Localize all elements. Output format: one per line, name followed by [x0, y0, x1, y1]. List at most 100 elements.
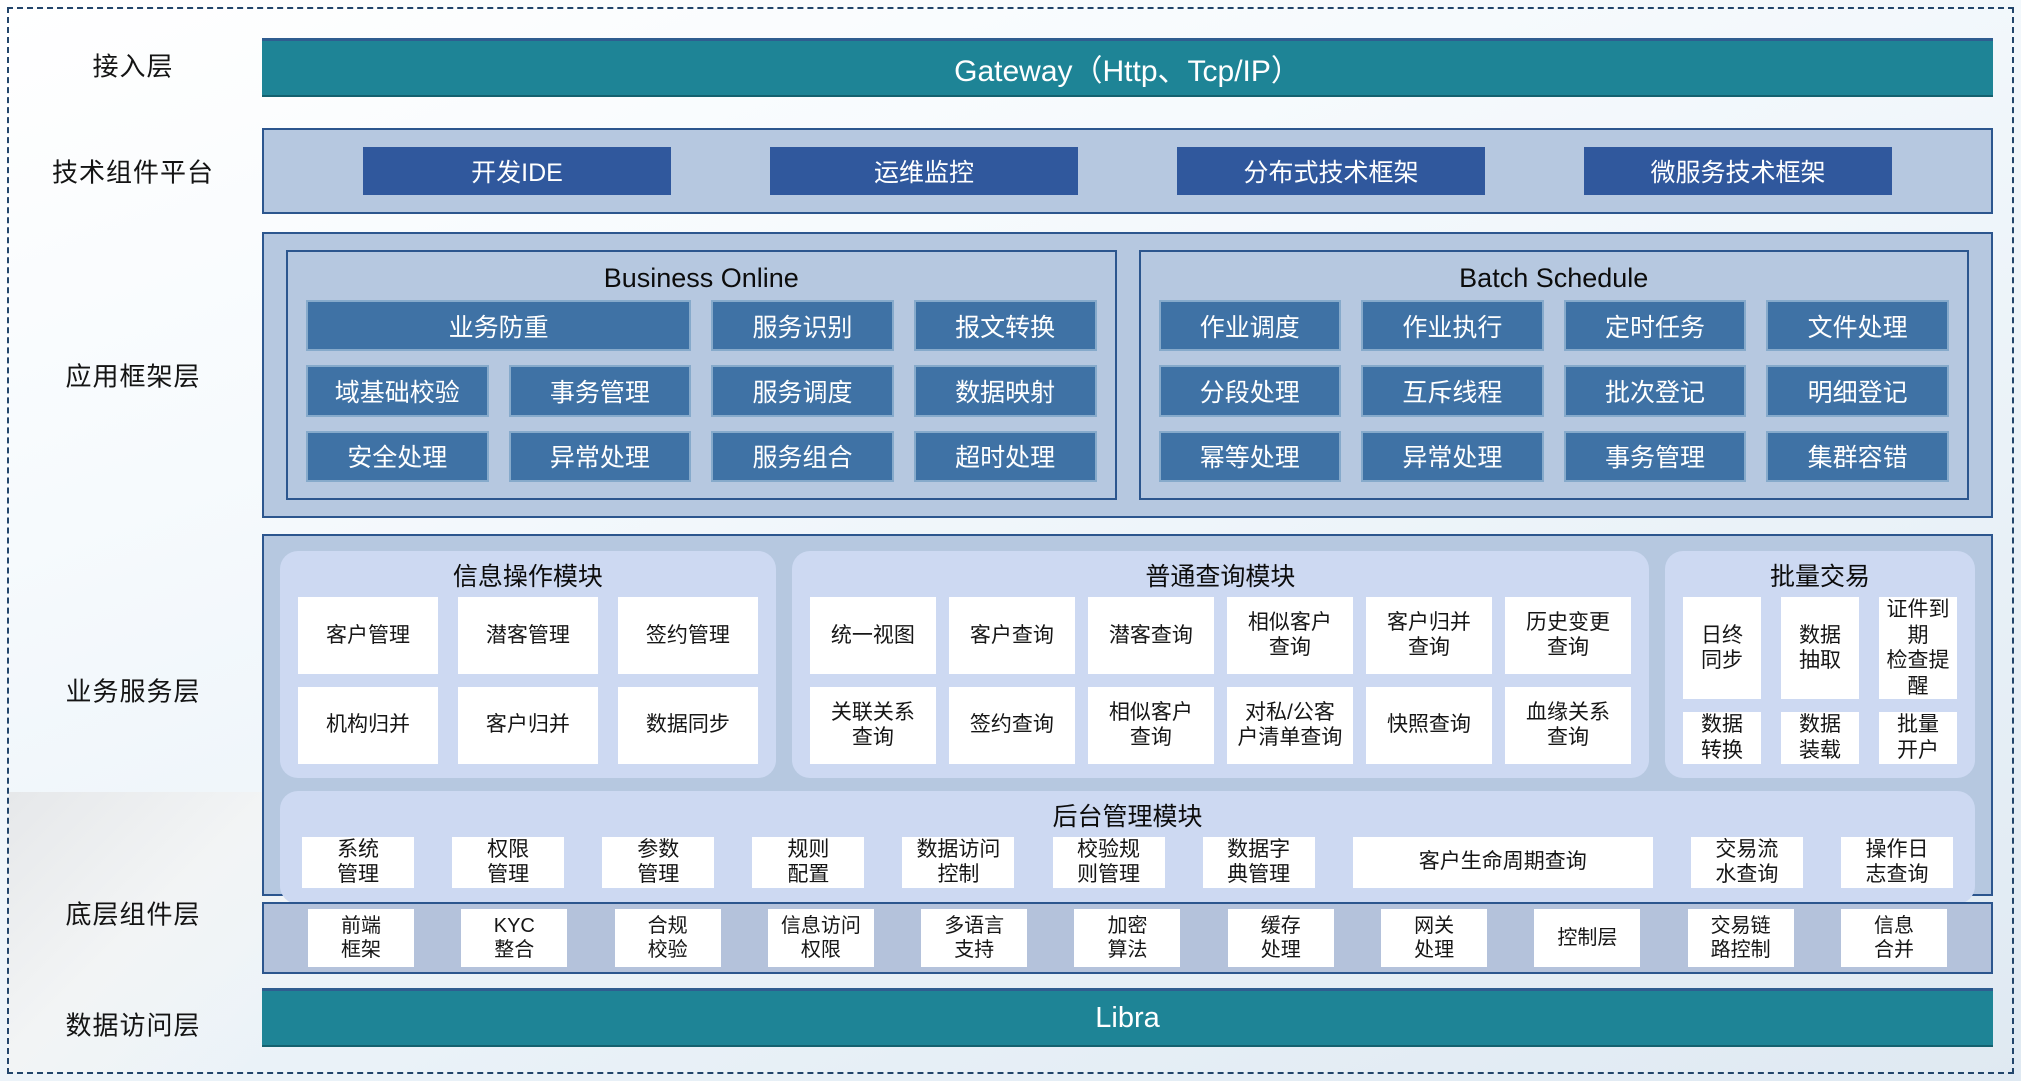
tech-item: 开发IDE — [363, 147, 671, 195]
service-item: 数据同步 — [617, 686, 758, 764]
bottom-components-panel: 前端 框架 KYC 整合 合规 校验 信息访问 权限 多语言 支持 加密 算法 … — [262, 902, 1993, 974]
appframe-item: 集群容错 — [1766, 430, 1949, 482]
tech-item: 分布式技术框架 — [1177, 147, 1485, 195]
service-item: 数据 装载 — [1780, 712, 1859, 764]
appframe-item: 批次登记 — [1563, 365, 1747, 417]
appframe-item: 超时处理 — [913, 430, 1097, 482]
service-item: 系统 管理 — [302, 836, 414, 888]
service-item: 关联关系 查询 — [809, 686, 936, 764]
service-item: 证件到期 检查提醒 — [1879, 597, 1957, 700]
bottom-item: 网关 处理 — [1381, 909, 1488, 967]
service-item: 客户归并 — [457, 686, 598, 764]
bottom-item: 多语言 支持 — [921, 909, 1028, 967]
service-item: 对私/公客 户清单查询 — [1226, 686, 1353, 764]
appframe-item: 数据映射 — [913, 365, 1097, 417]
layer-label-data: 数据访问层 — [65, 1010, 201, 1041]
admin-grid: 系统 管理 权限 管理 参数 管理 规则 配置 数据访问 控制 校验规 则管理 … — [298, 836, 1957, 890]
appframe-item: 异常处理 — [1361, 430, 1544, 482]
section-title: Batch Schedule — [1459, 263, 1649, 293]
query-module: 普通查询模块 统一视图 客户查询 潜客查询 相似客户 查询 客户归并 查询 历史… — [791, 551, 1649, 778]
service-item: 校验规 则管理 — [1052, 836, 1165, 888]
query-grid: 统一视图 客户查询 潜客查询 相似客户 查询 客户归并 查询 历史变更 查询 关… — [809, 597, 1631, 764]
admin-module: 后台管理模块 系统 管理 权限 管理 参数 管理 规则 配置 数据访问 控制 校… — [280, 790, 1975, 904]
service-item: 交易流 水查询 — [1690, 836, 1803, 888]
service-item: 机构归并 — [298, 686, 438, 764]
appframe-item: 分段处理 — [1158, 365, 1342, 417]
service-item: 规则 配置 — [752, 836, 865, 888]
service-item: 相似客户 查询 — [1087, 686, 1214, 764]
bottom-item: 信息 合并 — [1840, 909, 1947, 967]
service-item: 操作日 志查询 — [1840, 836, 1953, 888]
service-item: 历史变更 查询 — [1504, 597, 1631, 674]
appframe-item: 事务管理 — [508, 365, 692, 417]
service-item: 数据访问 控制 — [902, 836, 1015, 888]
appframe-item: 明细登记 — [1766, 365, 1949, 417]
bottom-item: 合规 校验 — [614, 909, 721, 967]
appframe-item: 事务管理 — [1563, 430, 1747, 482]
batch-schedule-section: Batch Schedule 作业调度 作业执行 定时任务 文件处理 分段处理 … — [1138, 250, 1969, 500]
bottom-item: KYC 整合 — [461, 909, 568, 967]
service-item: 统一视图 — [809, 597, 936, 674]
layer-label-appframe: 应用框架层 — [65, 361, 201, 392]
batch-schedule-grid: 作业调度 作业执行 定时任务 文件处理 分段处理 互斥线程 批次登记 明细登记 … — [1158, 300, 1949, 482]
service-item: 数据 转换 — [1682, 712, 1761, 764]
appframe-item: 幂等处理 — [1158, 430, 1342, 482]
service-item: 相似客户 查询 — [1226, 597, 1353, 674]
layer-label-access: 接入层 — [92, 51, 174, 82]
module-title: 普通查询模块 — [1145, 563, 1296, 591]
batch-trade-grid: 日终 同步 数据 抽取 证件到期 检查提醒 数据 转换 数据 装载 批量 开户 — [1682, 597, 1957, 764]
service-item: 数据 抽取 — [1780, 597, 1859, 700]
batch-trade-module: 批量交易 日终 同步 数据 抽取 证件到期 检查提醒 数据 转换 数据 装载 批… — [1664, 551, 1976, 778]
service-item: 日终 同步 — [1682, 597, 1761, 700]
bottom-item: 信息访问 权限 — [767, 909, 874, 967]
module-title: 批量交易 — [1769, 563, 1870, 591]
appframe-item: 报文转换 — [913, 300, 1097, 352]
service-item: 客户生命周期查询 — [1352, 836, 1653, 888]
service-item: 批量 开户 — [1879, 712, 1957, 764]
module-title: 后台管理模块 — [1052, 802, 1203, 831]
module-title: 信息操作模块 — [452, 563, 603, 591]
bottom-item: 交易链 路控制 — [1687, 909, 1794, 967]
info-module: 信息操作模块 客户管理 潜客管理 签约管理 机构归并 客户归并 数据同步 — [280, 551, 776, 778]
service-item: 签约查询 — [948, 686, 1075, 764]
appframe-item: 异常处理 — [508, 430, 692, 482]
business-online-section: Business Online 业务防重 服务识别 报文转换 域基础校验 事务管… — [286, 250, 1117, 500]
service-panel: 信息操作模块 客户管理 潜客管理 签约管理 机构归并 客户归并 数据同步 普通查… — [262, 534, 1993, 904]
layer-label-service: 业务服务层 — [65, 676, 201, 707]
appframe-panel: Business Online 业务防重 服务识别 报文转换 域基础校验 事务管… — [262, 232, 1993, 518]
bottom-item: 控制层 — [1534, 909, 1641, 967]
appframe-item: 作业执行 — [1361, 300, 1544, 352]
bottom-item: 加密 算法 — [1074, 909, 1181, 967]
bottom-item: 缓存 处理 — [1227, 909, 1334, 967]
tech-item: 运维监控 — [770, 147, 1078, 195]
appframe-item: 服务调度 — [711, 365, 894, 417]
layer-label-bottom: 底层组件层 — [65, 899, 201, 930]
appframe-item: 域基础校验 — [306, 365, 489, 417]
service-item: 客户归并 查询 — [1365, 597, 1492, 674]
bottom-item: 前端 框架 — [308, 909, 414, 967]
appframe-item: 互斥线程 — [1361, 365, 1544, 417]
libra-banner: Libra — [262, 988, 1993, 1047]
service-item: 潜客管理 — [457, 597, 598, 674]
appframe-item: 定时任务 — [1563, 300, 1747, 352]
tech-item: 微服务技术框架 — [1584, 147, 1892, 195]
service-item: 客户查询 — [948, 597, 1075, 674]
appframe-item: 业务防重 — [306, 300, 692, 352]
appframe-item: 服务识别 — [711, 300, 894, 352]
section-title: Business Online — [603, 263, 799, 293]
appframe-item: 安全处理 — [306, 430, 489, 482]
appframe-item: 服务组合 — [711, 430, 894, 482]
service-item: 潜客查询 — [1087, 597, 1214, 674]
service-item: 快照查询 — [1365, 686, 1492, 764]
layer-label-tech: 技术组件平台 — [51, 157, 214, 188]
gateway-banner: Gateway（Http、Tcp/IP） — [262, 38, 1993, 97]
business-online-grid: 业务防重 服务识别 报文转换 域基础校验 事务管理 服务调度 数据映射 安全处理… — [306, 300, 1097, 482]
service-item: 血缘关系 查询 — [1504, 686, 1631, 764]
service-item: 权限 管理 — [452, 836, 565, 888]
service-item: 参数 管理 — [602, 836, 715, 888]
appframe-item: 文件处理 — [1766, 300, 1949, 352]
info-grid: 客户管理 潜客管理 签约管理 机构归并 客户归并 数据同步 — [298, 597, 758, 764]
service-item: 客户管理 — [298, 597, 438, 674]
service-item: 签约管理 — [617, 597, 758, 674]
